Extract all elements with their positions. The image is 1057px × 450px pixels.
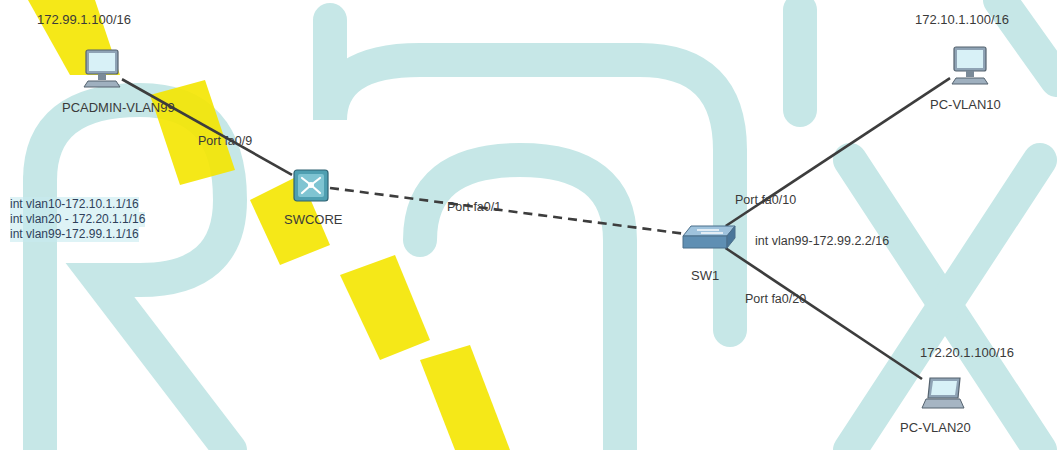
port-label: Port fa0/9 <box>198 134 252 149</box>
device-icon <box>292 168 330 203</box>
interface-config: int vlan99-172.99.2.2/16 <box>755 234 889 249</box>
device-icon <box>922 376 964 410</box>
network-device: SW1 <box>683 226 735 248</box>
device-icon <box>950 45 990 85</box>
device-icon <box>82 48 122 88</box>
network-link <box>330 188 683 234</box>
network-device: 172.10.1.100/16PC-VLAN10 <box>950 45 990 85</box>
device-label: 172.20.1.100/16 <box>920 345 1014 361</box>
device-label: SW1 <box>691 268 719 284</box>
network-device: 172.99.1.100/16PCADMIN-VLAN99 <box>82 48 122 88</box>
network-link <box>726 248 923 379</box>
network-link <box>122 79 292 175</box>
device-label: PC-VLAN10 <box>930 97 1001 113</box>
device-label: 172.10.1.100/16 <box>915 12 1009 28</box>
device-label: PC-VLAN20 <box>900 420 971 436</box>
interface-config: int vlan99-172.99.1.1/16 <box>10 227 139 242</box>
port-label: Port fa0/10 <box>735 193 796 208</box>
device-label: SWCORE <box>284 212 343 228</box>
interface-config: int vlan10-172.10.1.1/16 <box>10 197 139 212</box>
interface-config: int vlan20 - 172.20.1.1/16 <box>10 212 145 227</box>
network-device: 172.20.1.100/16PC-VLAN20 <box>922 376 964 410</box>
device-label: 172.99.1.100/16 <box>37 12 131 28</box>
port-label: Port fa0/1 <box>447 200 501 215</box>
network-link <box>726 78 950 226</box>
device-label: PCADMIN-VLAN99 <box>62 100 175 116</box>
port-label: Port fa0/20 <box>745 292 806 307</box>
device-icon <box>683 226 735 248</box>
network-device: SWCORE <box>292 168 330 203</box>
